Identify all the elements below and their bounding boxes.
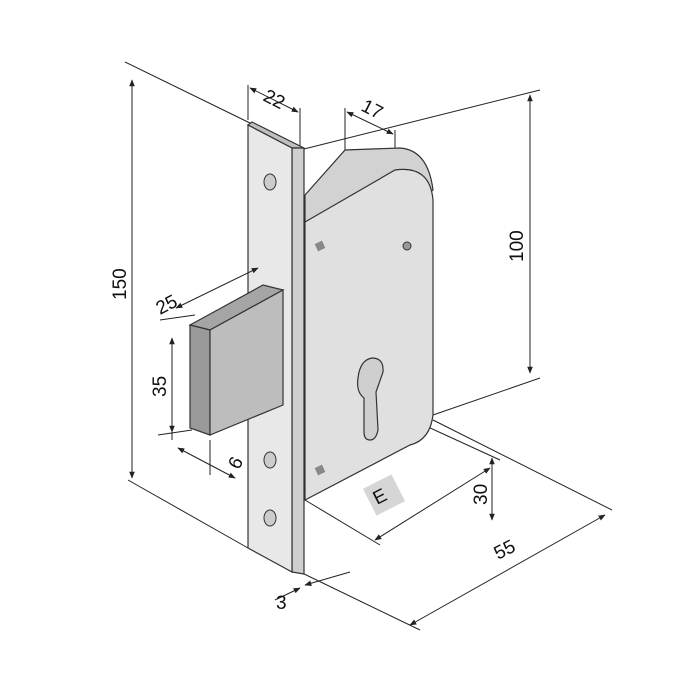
- rivet-slot-top: [314, 240, 326, 252]
- label-cylinder-offset: 30: [471, 484, 492, 505]
- label-case-height: 100: [507, 230, 528, 262]
- cylinder-cutout: [357, 357, 384, 441]
- case-front: [304, 168, 434, 501]
- label-plate-thickness: 3: [276, 593, 287, 614]
- lock-case: [304, 147, 434, 501]
- screw-hole-bottom: [263, 509, 277, 527]
- label-total-height: 150: [110, 268, 131, 300]
- label-plate-width: 22: [260, 86, 288, 114]
- label-backset-total: 55: [491, 536, 519, 564]
- backset-label-box: [362, 474, 406, 516]
- label-bolt-thickness: 9: [223, 453, 247, 472]
- rivet-slot-bottom: [314, 464, 326, 476]
- dimension-arrows: [129, 79, 606, 626]
- label-case-depth: 17: [358, 96, 386, 124]
- label-bolt-height: 35: [150, 376, 171, 397]
- label-bolt-throw: 25: [153, 291, 181, 319]
- screw-hole-top: [263, 173, 277, 191]
- screw-hole: [402, 241, 412, 251]
- screw-hole-middle: [263, 451, 277, 469]
